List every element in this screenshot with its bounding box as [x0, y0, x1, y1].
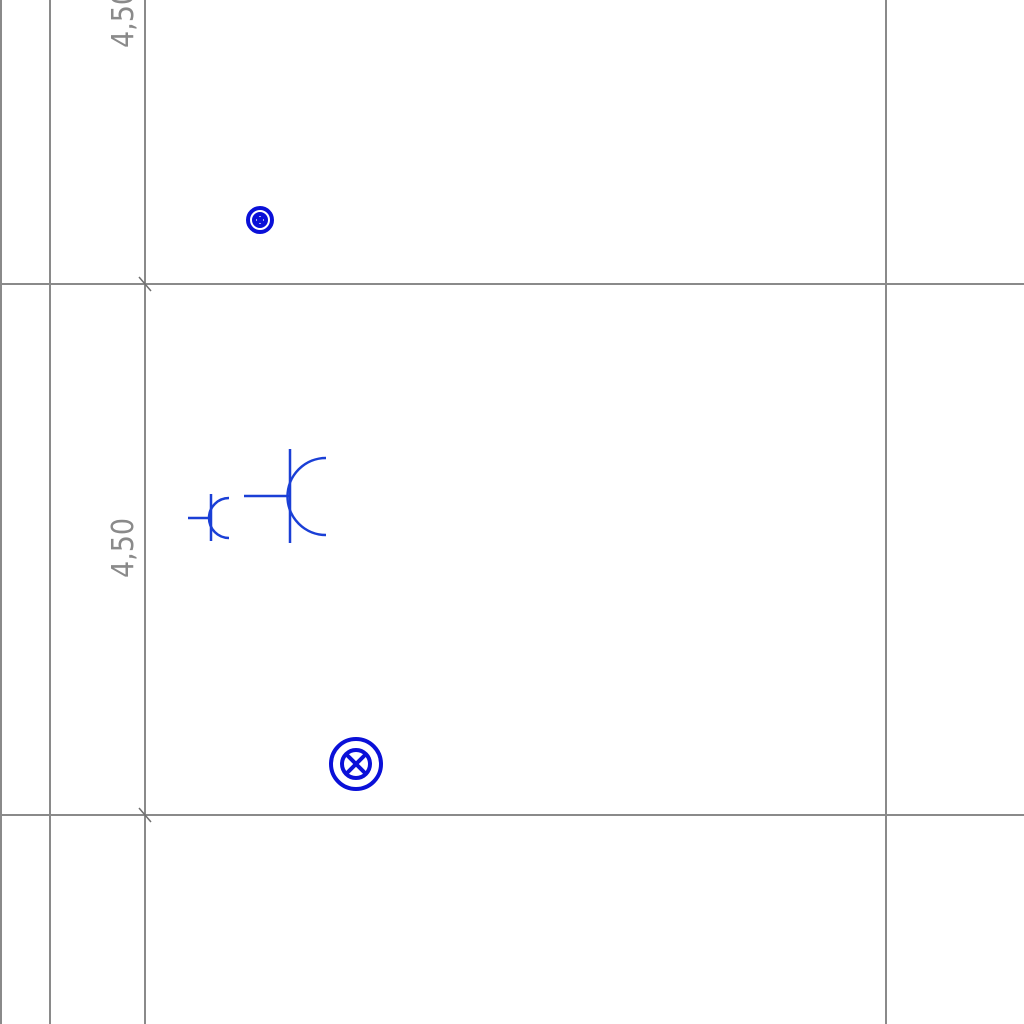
vertical-grid-lines [0, 0, 887, 1024]
dimension-tick [138, 807, 152, 823]
socket-large-icon [244, 449, 327, 543]
horizontal-grid-lines [0, 283, 1024, 816]
dimension-label-top: 4,50 [106, 0, 141, 48]
dimension-label-middle: 4,50 [106, 518, 141, 578]
ceiling-light-large-icon [329, 737, 383, 791]
ceiling-light-small-icon [246, 206, 274, 234]
dimension-ticks [138, 276, 152, 823]
socket-small-icon [188, 494, 230, 541]
dimension-tick [138, 276, 152, 292]
